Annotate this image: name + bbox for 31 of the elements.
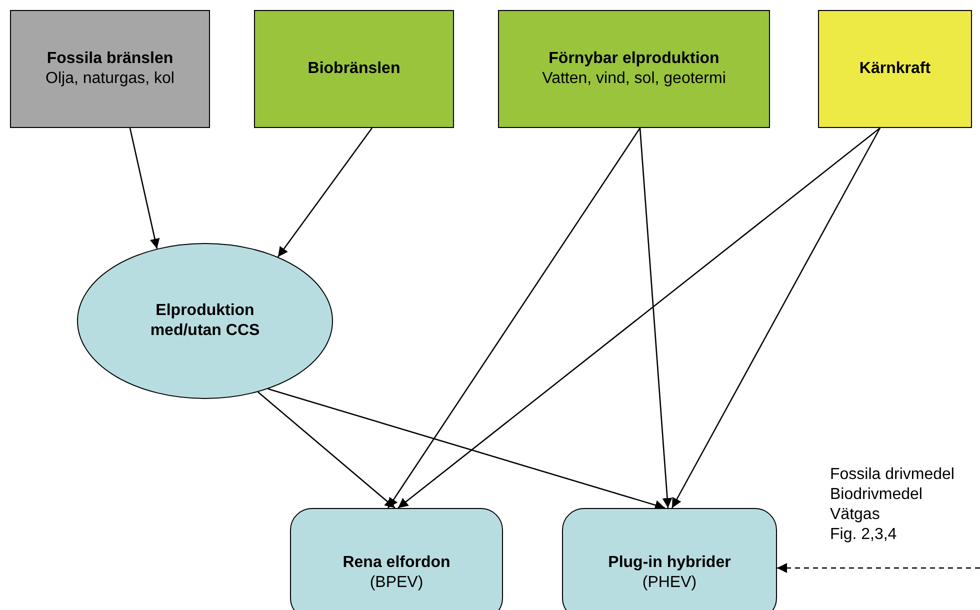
arrow <box>268 388 666 510</box>
arrow <box>387 128 641 508</box>
note-text: Fossila drivmedel <box>830 465 954 485</box>
arrow <box>129 128 160 249</box>
source-box <box>10 10 210 128</box>
dashed-arrow <box>777 563 980 573</box>
node-subtitle: Vatten, vind, sol, geotermi <box>542 69 726 89</box>
node-title: Biobränslen <box>308 59 400 79</box>
arrow <box>398 127 880 509</box>
arrow <box>671 128 881 508</box>
source-box <box>254 10 454 128</box>
source-box <box>498 10 770 128</box>
node-subtitle: (PHEV) <box>642 573 697 593</box>
note-text: Vätgas <box>830 505 880 525</box>
arrow <box>277 128 373 258</box>
arrow <box>639 128 672 508</box>
node-title: Elproduktion med/utan CCS <box>149 301 261 341</box>
process-ellipse <box>77 243 333 399</box>
source-box <box>818 10 972 128</box>
node-title: Rena elfordon <box>342 553 450 573</box>
arrow <box>258 392 396 508</box>
node-title: Plug-in hybrider <box>608 553 731 573</box>
node-title: Kärnkraft <box>859 59 931 79</box>
node-subtitle: (BPEV) <box>370 573 424 593</box>
vehicle-box <box>290 508 503 610</box>
note-text: Fig. 2,3,4 <box>830 525 897 545</box>
vehicle-box <box>562 508 777 610</box>
note-text: Biodrivmedel <box>830 485 922 505</box>
node-subtitle: Olja, naturgas, kol <box>46 69 174 89</box>
node-title: Fossila bränslen <box>46 49 174 69</box>
node-title: Förnybar elproduktion <box>548 49 720 69</box>
